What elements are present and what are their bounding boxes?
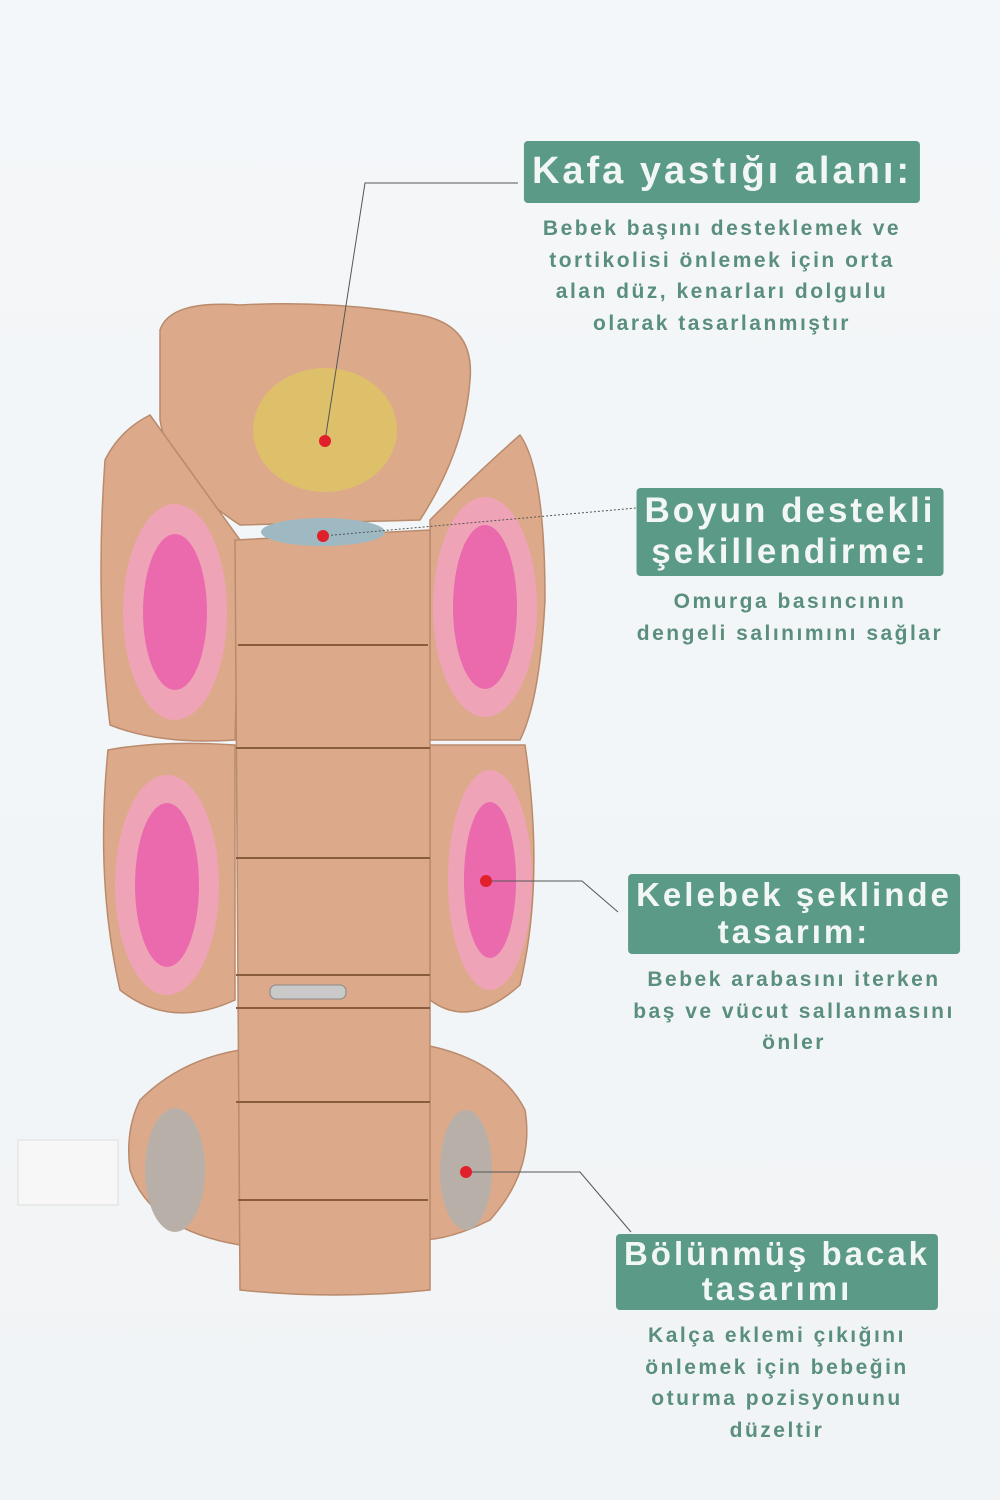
title-line: tasarım: bbox=[717, 913, 871, 950]
title-line: Kelebek şeklinde bbox=[636, 876, 952, 913]
callout-butterfly-design: Kelebek şeklinde tasarım: Bebek arabasın… bbox=[628, 874, 960, 1059]
callout-split-leg: Bölünmüş bacak tasarımı Kalça eklemi çık… bbox=[615, 1234, 939, 1446]
callout-title-split-leg: Bölünmüş bacak tasarımı bbox=[615, 1234, 939, 1310]
callout-head-pillow: Kafa yastığı alanı: Bebek başını destekl… bbox=[523, 141, 921, 339]
title-line: Boyun destekli bbox=[644, 491, 936, 530]
center-column bbox=[234, 529, 431, 1296]
callout-desc-neck-support: Omurga basıncının dengeli salınımını sağ… bbox=[637, 586, 943, 649]
desc-line: tortikolisi önlemek için orta bbox=[549, 248, 895, 272]
desc-line: Bebek arabasını iterken bbox=[647, 968, 941, 991]
callout-desc-split-leg: Kalça eklemi çıkığını önlemek için bebeğ… bbox=[645, 1320, 909, 1446]
head-zone-highlight bbox=[253, 368, 397, 492]
stitch-lines bbox=[236, 644, 430, 1201]
title-line: Kafa yastığı alanı: bbox=[531, 150, 913, 192]
desc-line: önler bbox=[762, 1031, 826, 1054]
desc-line: Bebek başını desteklemek ve bbox=[542, 217, 902, 240]
connector-lines bbox=[322, 182, 637, 1233]
title-line: şekillendirme: bbox=[651, 532, 929, 571]
care-label bbox=[17, 1139, 119, 1206]
callout-title-head-pillow: Kafa yastığı alanı: bbox=[523, 141, 921, 203]
marker-dots bbox=[317, 435, 492, 1178]
strap-slot bbox=[269, 984, 347, 1000]
desc-line: önlemek için bebeğin bbox=[645, 1355, 909, 1379]
desc-line: baş ve vücut sallanmasını bbox=[633, 999, 955, 1023]
callout-desc-butterfly-design: Bebek arabasını iterken baş ve vücut sal… bbox=[633, 964, 955, 1059]
title-line: Bölünmüş bacak bbox=[623, 1235, 931, 1272]
callout-neck-support: Boyun destekli şekillendirme: Omurga bas… bbox=[636, 488, 944, 649]
desc-line: oturma pozisyonunu bbox=[651, 1387, 903, 1410]
left-leg-zone-highlight bbox=[145, 1108, 205, 1232]
desc-line: olarak tasarlanmıştır bbox=[593, 311, 851, 335]
callout-title-neck-support: Boyun destekli şekillendirme: bbox=[636, 488, 944, 576]
title-line: tasarımı bbox=[701, 1270, 853, 1307]
callout-desc-head-pillow: Bebek başını desteklemek ve tortikolisi … bbox=[543, 213, 901, 339]
desc-line: Kalça eklemi çıkığını bbox=[648, 1324, 906, 1347]
desc-line: düzeltir bbox=[729, 1418, 825, 1442]
desc-line: dengeli salınımını sağlar bbox=[636, 621, 944, 645]
callout-title-butterfly-design: Kelebek şeklinde tasarım: bbox=[628, 874, 960, 954]
desc-line: Omurga basıncının bbox=[673, 590, 907, 613]
desc-line: alan düz, kenarları dolgulu bbox=[555, 280, 889, 303]
